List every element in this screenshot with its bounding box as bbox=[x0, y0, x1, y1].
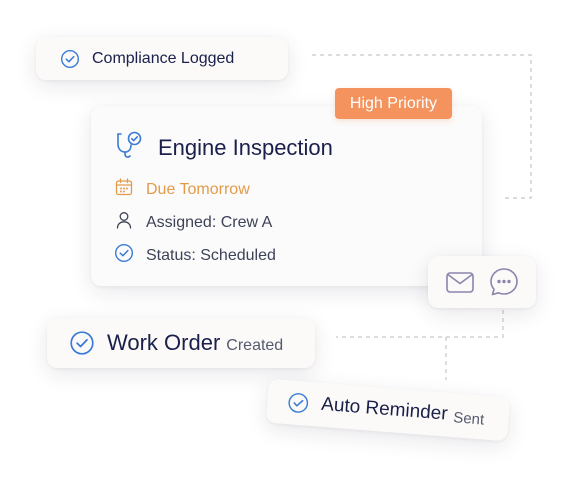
reminder-label: Auto Reminder bbox=[320, 393, 449, 425]
due-date-row: Due Tomorrow bbox=[114, 177, 250, 202]
compliance-label: Compliance Logged bbox=[92, 49, 235, 67]
priority-badge: High Priority bbox=[335, 88, 452, 119]
check-circle-icon bbox=[69, 330, 95, 356]
check-circle-icon bbox=[286, 391, 310, 415]
auto-reminder-card: Auto Reminder Sent bbox=[265, 378, 511, 442]
connector-contact-to-workorder bbox=[336, 310, 504, 338]
work-order-card: Work Order Created bbox=[47, 318, 315, 368]
task-title: Engine Inspection bbox=[158, 134, 333, 160]
check-circle-icon bbox=[114, 243, 134, 268]
connector-compliance-to-task bbox=[312, 54, 532, 199]
calendar-icon bbox=[114, 177, 134, 202]
compliance-logged-card: Compliance Logged bbox=[36, 37, 288, 80]
assigned-row: Assigned: Crew A bbox=[114, 210, 272, 235]
work-order-suffix: Created bbox=[226, 336, 284, 354]
stethoscope-check-icon bbox=[114, 130, 144, 165]
assigned-text: Assigned: Crew A bbox=[146, 213, 273, 231]
chat-icon[interactable] bbox=[488, 266, 520, 298]
due-date-text: Due Tomorrow bbox=[146, 180, 250, 198]
engine-inspection-card[interactable]: Engine Inspection Due Tomorrow Assigned:… bbox=[91, 106, 482, 286]
contact-actions-card bbox=[428, 256, 536, 308]
user-icon bbox=[114, 210, 134, 235]
check-circle-icon bbox=[60, 49, 80, 69]
status-text: Status: Scheduled bbox=[146, 246, 276, 264]
status-row: Status: Scheduled bbox=[114, 243, 276, 268]
reminder-suffix: Sent bbox=[452, 409, 485, 429]
mail-icon[interactable] bbox=[444, 266, 476, 298]
work-order-label: Work Order bbox=[107, 330, 221, 355]
